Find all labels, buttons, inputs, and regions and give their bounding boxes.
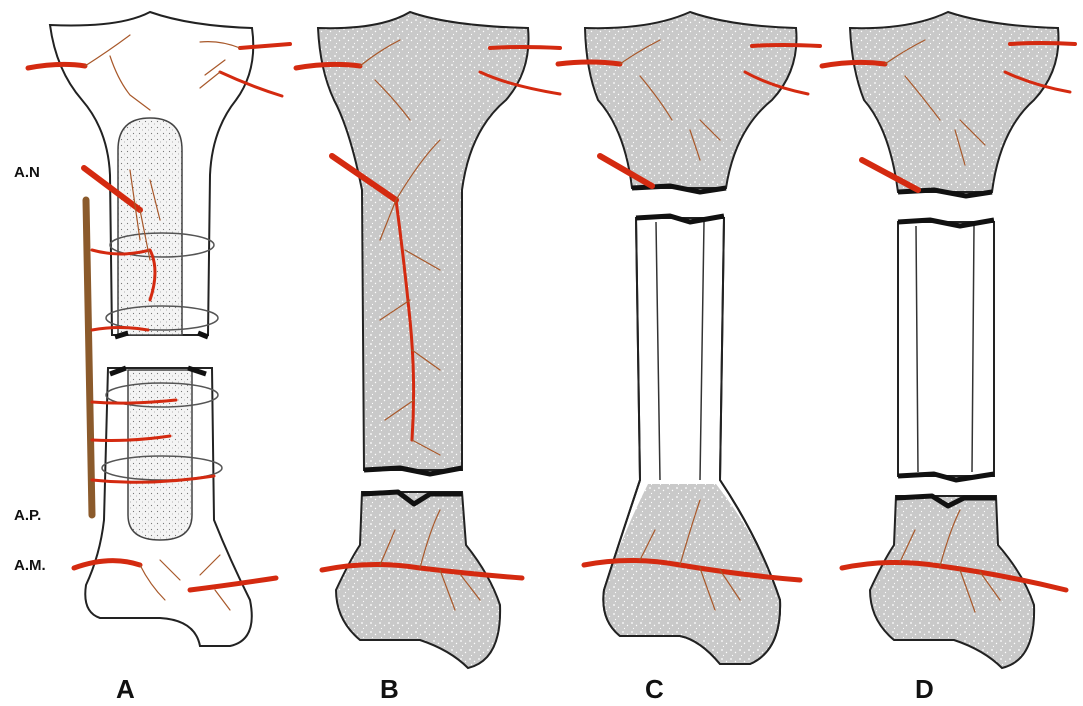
panel-a-periosteal-strip xyxy=(86,200,92,515)
panel-b-label: B xyxy=(380,674,399,704)
panel-a-label: A xyxy=(116,674,135,704)
panel-b: B xyxy=(296,12,560,704)
panel-a-medullary-canal-distal xyxy=(128,370,192,540)
metaphyseal-artery-label: A.M. xyxy=(14,557,46,574)
periosteal-artery-label: A.P. xyxy=(14,507,41,524)
panel-c-label: C xyxy=(645,674,664,704)
panel-b-gap-edge-top xyxy=(364,468,462,474)
panel-d-graft-segment xyxy=(898,222,994,476)
panel-b-proximal-bone xyxy=(318,12,529,470)
panel-d-proximal-epiphysis xyxy=(850,12,1059,192)
panel-d: D xyxy=(822,12,1075,704)
panel-a: A.N A.P. A.M. A xyxy=(14,12,290,704)
panel-c-proximal-epiphysis xyxy=(585,12,797,188)
panel-b-distal-bone xyxy=(336,492,500,668)
nutrient-artery-label: A.N xyxy=(14,164,40,181)
panel-d-gap-edge-middle-bottom xyxy=(898,474,994,480)
panel-d-distal-bone xyxy=(870,496,1034,668)
panel-c: C xyxy=(558,12,820,704)
panel-a-medullary-canal-proximal xyxy=(118,118,182,335)
panel-d-label: D xyxy=(915,674,934,704)
